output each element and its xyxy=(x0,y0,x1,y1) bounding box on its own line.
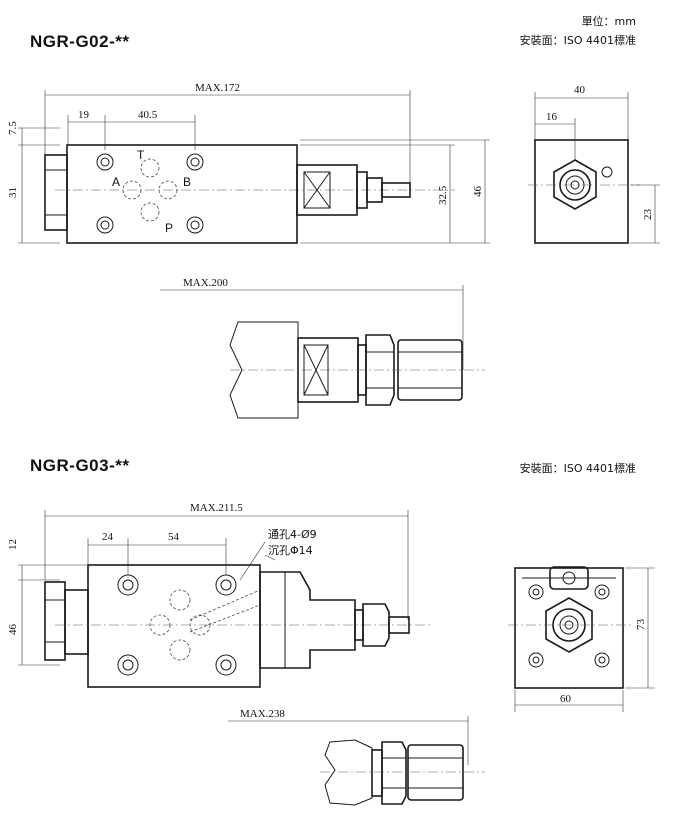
g03-hole-counterbore: 沉孔Φ14 xyxy=(268,544,313,557)
g03-front-view: MAX.211.5 24 54 通孔4-Ø9 沉孔Φ14 12 46 xyxy=(7,502,430,688)
g02-adjuster-view: MAX.200 xyxy=(160,277,485,419)
g02-dim-40-5: 40.5 xyxy=(138,109,158,121)
g03-dim-max-adjust: MAX.238 xyxy=(240,708,285,720)
g02-side-dim-23: 23 xyxy=(642,209,654,221)
unit-note: 單位：mm xyxy=(581,15,636,28)
g02-title: NGR-G02-** xyxy=(30,32,130,51)
g03-mount-note: 安裝面：ISO 4401標准 xyxy=(519,462,636,475)
g03-title: NGR-G03-** xyxy=(30,456,130,475)
g03-dim-24: 24 xyxy=(102,531,114,543)
g03-hole-through: 通孔4-Ø9 xyxy=(268,528,317,541)
g02-side-dim-40: 40 xyxy=(574,84,586,96)
g02-dim-max-length: MAX.172 xyxy=(195,82,240,94)
g03-adjuster-view: MAX.238 xyxy=(228,708,485,806)
g02-mount-note: 安裝面：ISO 4401標准 xyxy=(519,34,636,47)
g02-port-p: P xyxy=(165,221,173,235)
g02-dim-46: 46 xyxy=(472,186,484,198)
g03-dim-46: 46 xyxy=(7,624,19,636)
g02-side-dim-16: 16 xyxy=(546,111,558,123)
g03-dim-max-length: MAX.211.5 xyxy=(190,502,243,514)
g02-port-a: A xyxy=(112,175,120,189)
g03-side-dim-73: 73 xyxy=(635,619,647,631)
g02-dim-7-5: 7.5 xyxy=(7,121,19,135)
g02-dim-19: 19 xyxy=(78,109,90,121)
g03-side-dim-60: 60 xyxy=(560,693,572,705)
g03-dim-12: 12 xyxy=(7,539,19,550)
g03-dim-54: 54 xyxy=(168,531,180,543)
g02-side-view: 40 16 23 xyxy=(528,84,660,244)
g02-dim-31: 31 xyxy=(7,187,19,198)
g02-front-view: MAX.172 19 40.5 7.5 31 T A B P xyxy=(7,82,490,244)
g03-side-view: 60 73 xyxy=(508,566,655,712)
g02-port-b: B xyxy=(183,175,191,189)
g02-dim-32-5: 32.5 xyxy=(437,185,449,205)
g02-port-t: T xyxy=(137,148,145,162)
g02-dim-max-adjust: MAX.200 xyxy=(183,277,228,289)
